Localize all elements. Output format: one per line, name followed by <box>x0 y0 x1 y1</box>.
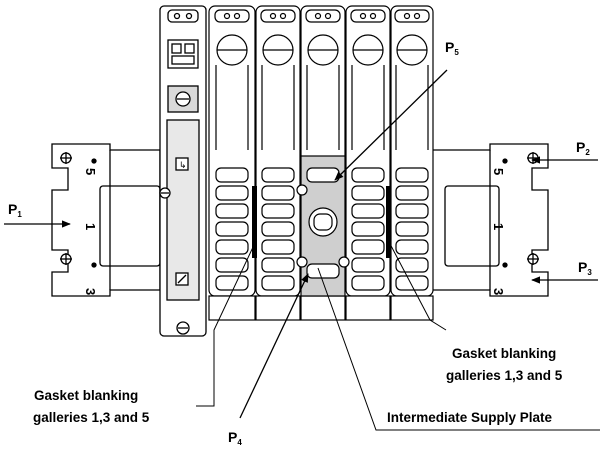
valve-module <box>390 5 434 321</box>
intermediate-label: Intermediate Supply Plate <box>387 410 553 425</box>
left-gallery-1-label: 1 <box>83 223 98 230</box>
right-end-plate <box>429 143 549 297</box>
left-gallery-3-label: 3 <box>83 288 98 295</box>
mounting-hole-icon <box>60 152 72 164</box>
gasket-blank-left <box>252 186 257 258</box>
p3-label: P3 <box>578 259 592 277</box>
p2-label: P2 <box>576 139 590 157</box>
valve-module <box>208 5 256 321</box>
left-gallery-5-label: 5 <box>83 168 98 175</box>
right-gallery-5-label: 5 <box>491 168 506 175</box>
gasket-left-line1: Gasket blanking <box>34 388 138 403</box>
gasket-right-line2: galleries 1,3 and 5 <box>446 368 563 383</box>
right-gallery-3-label: 3 <box>491 288 506 295</box>
mounting-hole-icon <box>527 253 539 265</box>
right-gallery-1-label: 1 <box>491 223 506 230</box>
p1-label: P1 <box>8 201 22 219</box>
p4-label: P4 <box>228 429 242 447</box>
gasket-blank-right <box>386 186 391 258</box>
p4-arrow <box>239 273 309 419</box>
svg-text:↳: ↳ <box>179 160 187 170</box>
electrical-module: ↳ <box>159 5 207 337</box>
gasket-right-line1: Gasket blanking <box>452 346 556 361</box>
valve-module <box>255 5 301 321</box>
p5-arrow <box>334 69 448 181</box>
left-end-plate <box>51 143 166 297</box>
mounting-hole-icon <box>60 253 72 265</box>
gasket-right-leader <box>387 239 447 331</box>
gasket-left-leader <box>196 244 255 407</box>
p5-label: P5 <box>445 39 459 57</box>
valve-module <box>345 5 391 321</box>
intermediate-leader <box>317 267 600 431</box>
gasket-left-line2: galleries 1,3 and 5 <box>33 410 150 425</box>
intermediate-supply-plate <box>296 155 350 297</box>
